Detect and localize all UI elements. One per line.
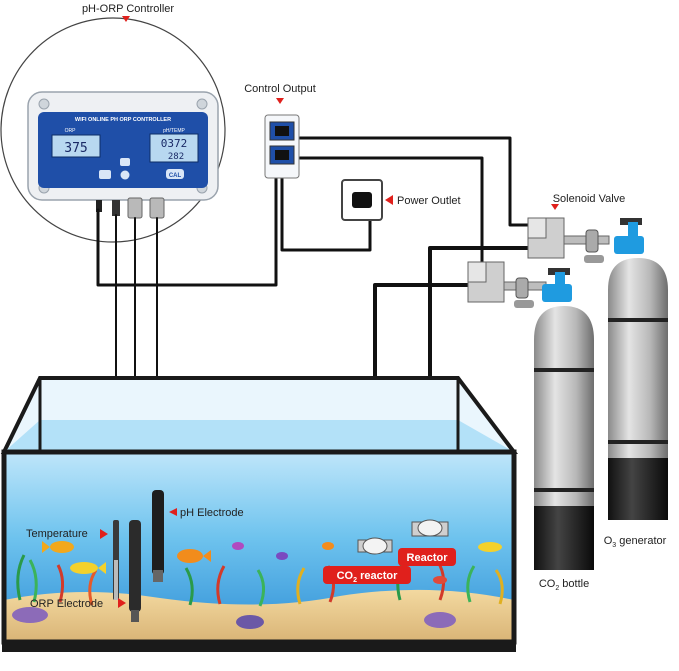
reactor-device — [411, 519, 449, 537]
controller-title: WIFI ONLINE PH ORP CONTROLLER — [75, 117, 171, 123]
orp-label: ORP — [65, 128, 77, 134]
co2-reactor-suffix: reactor — [357, 570, 398, 582]
co2-reactor-sub: 2 — [353, 577, 357, 584]
rock — [236, 615, 264, 629]
co2-bottle-sub: 2 — [555, 585, 559, 592]
label-power-outlet: Power Outlet — [397, 195, 461, 207]
co2-bottle-suffix: bottle — [559, 578, 589, 590]
cal-button[interactable] — [166, 169, 184, 179]
label-reactor: Reactor — [407, 552, 449, 564]
label-ph-electrode: pH Electrode — [180, 507, 244, 519]
aquarium — [0, 376, 519, 652]
o3-prefix: O — [604, 535, 613, 547]
label-orp-electrode: ORP Electrode — [30, 598, 103, 610]
ph-electrode — [152, 490, 164, 582]
ph-value: 0372 — [161, 137, 188, 150]
bnc-connector — [127, 197, 143, 219]
cables — [96, 136, 532, 561]
menu-button[interactable] — [99, 170, 111, 179]
arrow-solenoid-valve — [551, 204, 559, 210]
orp-electrode — [129, 520, 141, 622]
co2-reactor-device — [357, 537, 393, 555]
arrow-power-outlet — [385, 195, 393, 205]
ph-temp-label: pH/TEMP — [163, 128, 185, 134]
ph-temp-display — [149, 133, 199, 163]
control-output-unit — [264, 114, 300, 179]
reactor-tag — [398, 548, 456, 566]
rock — [12, 607, 48, 623]
controller-face — [38, 112, 208, 188]
label-temperature: Temperature — [26, 528, 88, 540]
o3-generator-cylinder — [608, 218, 668, 520]
wifi-button[interactable] — [120, 170, 130, 180]
arrow-orp-electrode — [118, 598, 126, 608]
bnc-connector — [149, 197, 165, 219]
power-outlet — [341, 179, 383, 221]
co2-bottle-prefix: CO — [539, 578, 556, 590]
temp-value: 282 — [168, 152, 184, 162]
label-co2-bottle: CO2 bottle — [539, 578, 589, 592]
fish — [42, 541, 502, 584]
label-o3-generator: O3 generator — [604, 535, 667, 549]
label-control-output: Control Output — [244, 83, 316, 95]
o3-suffix: generator — [616, 535, 666, 547]
co2-reactor-prefix: CO — [337, 570, 354, 582]
arrow-control-output — [276, 98, 284, 104]
cal-button-label: CAL — [169, 173, 182, 179]
temperature-probe — [113, 520, 119, 600]
o3-sub: 3 — [612, 542, 616, 549]
solenoid-valve-co2 — [467, 261, 547, 308]
co2-reactor-tag — [323, 566, 411, 584]
orp-display — [51, 134, 101, 158]
arrow-temperature — [100, 529, 108, 539]
arrow-controller — [122, 16, 130, 22]
rock — [424, 612, 456, 628]
orp-value: 375 — [64, 141, 87, 156]
arrow-ph-electrode — [169, 508, 177, 516]
mode-button[interactable] — [120, 158, 130, 166]
label-controller: pH-ORP Controller — [82, 3, 174, 15]
tank-base — [2, 640, 516, 652]
controller-callout: WIFI ONLINE PH ORP CONTROLLER ORP pH/TEM… — [0, 17, 226, 243]
co2-bottle-cylinder — [534, 268, 594, 570]
solenoid-valve-o3 — [527, 217, 610, 263]
label-co2-reactor: CO2 reactor — [337, 570, 398, 584]
label-solenoid-valve: Solenoid Valve — [553, 193, 626, 205]
